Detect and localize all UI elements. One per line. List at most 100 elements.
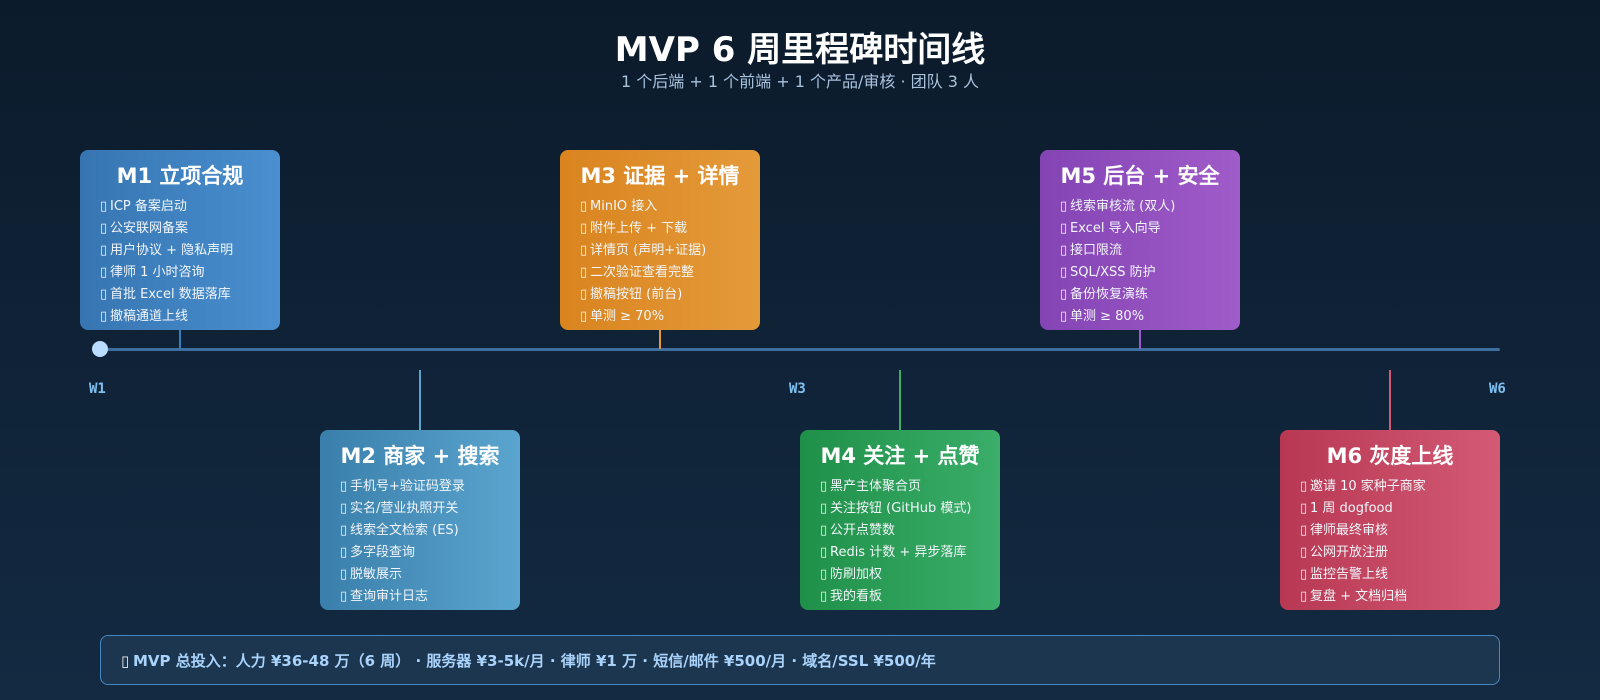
bullet-icon: ▯ xyxy=(820,567,828,582)
bullet-icon: ▯ xyxy=(1300,567,1308,582)
milestone-card-m3: M3 证据 + 详情 ▯MinIO 接入 ▯附件上传 + 下载 ▯详情页 (声明… xyxy=(560,150,760,330)
bullet-icon: ▯ xyxy=(1060,309,1068,324)
investment-summary-text: MVP 总投入：人力 ¥36-48 万（6 周） · 服务器 ¥3-5k/月 ·… xyxy=(133,652,936,670)
bullet-icon: ▯ xyxy=(580,221,588,236)
milestone-item: ▯Excel 导入向导 xyxy=(1060,218,1240,240)
milestone-item: ▯SQL/XSS 防护 xyxy=(1060,262,1240,284)
bullet-icon: ▯ xyxy=(340,545,348,560)
milestone-item: ▯线索全文检索 (ES) xyxy=(340,520,520,542)
milestone-item: ▯附件上传 + 下载 xyxy=(580,218,760,240)
milestone-item: ▯关注按钮 (GitHub 模式) xyxy=(820,498,1000,520)
bullet-icon: ▯ xyxy=(580,243,588,258)
milestone-item: ▯ICP 备案启动 xyxy=(100,196,280,218)
milestone-item: ▯撤稿通道上线 xyxy=(100,306,280,328)
milestone-card-m5: M5 后台 + 安全 ▯线索审核流 (双人) ▯Excel 导入向导 ▯接口限流… xyxy=(1040,150,1240,330)
milestone-item: ▯用户协议 + 隐私声明 xyxy=(100,240,280,262)
bullet-icon: ▯ xyxy=(820,479,828,494)
milestone-item: ▯公开点赞数 xyxy=(820,520,1000,542)
bullet-icon: ▯ xyxy=(340,501,348,516)
bullet-icon: ▯ xyxy=(340,567,348,582)
bullet-icon: ▯ xyxy=(580,265,588,280)
milestone-item: ▯二次验证查看完整 xyxy=(580,262,760,284)
bullet-icon: ▯ xyxy=(1060,243,1068,258)
milestone-title: M5 后台 + 安全 xyxy=(1060,164,1220,188)
timeline-axis xyxy=(100,348,1500,351)
bullet-icon: ▯ xyxy=(100,199,108,214)
bullet-icon: ▯ xyxy=(1300,545,1308,560)
milestone-item: ▯首批 Excel 数据落库 xyxy=(100,284,280,306)
milestone-item: ▯查询审计日志 xyxy=(340,586,520,608)
milestone-card-m4: M4 关注 + 点赞 ▯黑产主体聚合页 ▯关注按钮 (GitHub 模式) ▯公… xyxy=(800,430,1000,610)
bullet-icon: ▯ xyxy=(1300,501,1308,516)
week-label-w1: W1 xyxy=(89,381,106,397)
bullet-icon: ▯ xyxy=(1060,265,1068,280)
milestone-title: M2 商家 + 搜索 xyxy=(340,444,500,468)
milestone-item: ▯接口限流 xyxy=(1060,240,1240,262)
bullet-icon: ▯ xyxy=(820,589,828,604)
milestone-item: ▯律师 1 小时咨询 xyxy=(100,262,280,284)
bullet-icon: ▯ xyxy=(340,523,348,538)
milestone-item: ▯脱敏展示 xyxy=(340,564,520,586)
milestone-item: ▯MinIO 接入 xyxy=(580,196,760,218)
milestone-item: ▯多字段查询 xyxy=(340,542,520,564)
bullet-icon: ▯ xyxy=(340,479,348,494)
page-title: MVP 6 周里程碑时间线 xyxy=(614,30,986,70)
connector-m6 xyxy=(1389,370,1391,431)
milestone-item: ▯备份恢复演练 xyxy=(1060,284,1240,306)
bullet-icon: ▯ xyxy=(1300,523,1308,538)
bullet-icon: ▯ xyxy=(580,287,588,302)
milestone-item: ▯律师最终审核 xyxy=(1300,520,1500,542)
bullet-icon: ▯ xyxy=(100,265,108,280)
bullet-icon: ▯ xyxy=(1300,479,1308,494)
milestone-title: M3 证据 + 详情 xyxy=(580,164,740,188)
milestone-item: ▯公安联网备案 xyxy=(100,218,280,240)
connector-m4 xyxy=(899,370,901,431)
milestone-item: ▯黑产主体聚合页 xyxy=(820,476,1000,498)
bullet-icon: ▯ xyxy=(340,589,348,604)
milestone-card-m2: M2 商家 + 搜索 ▯手机号+验证码登录 ▯实名/营业执照开关 ▯线索全文检索… xyxy=(320,430,520,610)
milestone-item: ▯邀请 10 家种子商家 xyxy=(1300,476,1500,498)
connector-m1 xyxy=(179,330,181,349)
bullet-icon: ▯ xyxy=(100,287,108,302)
milestone-item: ▯Redis 计数 + 异步落库 xyxy=(820,542,1000,564)
bullet-icon: ▯ xyxy=(820,545,828,560)
bullet-icon: ▯ xyxy=(100,309,108,324)
investment-summary: ▯MVP 总投入：人力 ¥36-48 万（6 周） · 服务器 ¥3-5k/月 … xyxy=(100,635,1500,685)
connector-m5 xyxy=(1139,330,1141,349)
bullet-icon: ▯ xyxy=(1300,589,1308,604)
connector-m2 xyxy=(419,370,421,431)
milestone-card-m6: M6 灰度上线 ▯邀请 10 家种子商家 ▯1 周 dogfood ▯律师最终审… xyxy=(1280,430,1500,610)
milestone-title: M1 立项合规 xyxy=(116,164,244,188)
bullet-icon: ▯ xyxy=(100,243,108,258)
page-subtitle: 1 个后端 + 1 个前端 + 1 个产品/审核 · 团队 3 人 xyxy=(621,72,979,91)
bullet-icon: ▯ xyxy=(820,501,828,516)
milestone-item: ▯详情页 (声明+证据) xyxy=(580,240,760,262)
bullet-icon: ▯ xyxy=(121,652,130,670)
connector-m3 xyxy=(659,330,661,349)
week-label-w6: W6 xyxy=(1489,381,1506,397)
timeline-start-dot xyxy=(92,341,108,357)
milestone-card-m1: M1 立项合规 ▯ICP 备案启动 ▯公安联网备案 ▯用户协议 + 隐私声明 ▯… xyxy=(80,150,280,330)
milestone-item: ▯防刷加权 xyxy=(820,564,1000,586)
bullet-icon: ▯ xyxy=(820,523,828,538)
bullet-icon: ▯ xyxy=(580,309,588,324)
milestone-title: M4 关注 + 点赞 xyxy=(820,444,980,468)
bullet-icon: ▯ xyxy=(1060,199,1068,214)
milestone-item: ▯复盘 + 文档归档 xyxy=(1300,586,1500,608)
milestone-item: ▯撤稿按钮 (前台) xyxy=(580,284,760,306)
milestone-item: ▯公网开放注册 xyxy=(1300,542,1500,564)
milestone-item: ▯手机号+验证码登录 xyxy=(340,476,520,498)
bullet-icon: ▯ xyxy=(1060,221,1068,236)
milestone-item: ▯监控告警上线 xyxy=(1300,564,1500,586)
bullet-icon: ▯ xyxy=(1060,287,1068,302)
milestone-item: ▯单测 ≥ 80% xyxy=(1060,306,1240,328)
milestone-title: M6 灰度上线 xyxy=(1326,444,1454,468)
bullet-icon: ▯ xyxy=(100,221,108,236)
milestone-item: ▯实名/营业执照开关 xyxy=(340,498,520,520)
milestone-item: ▯单测 ≥ 70% xyxy=(580,306,760,328)
milestone-item: ▯1 周 dogfood xyxy=(1300,498,1500,520)
bullet-icon: ▯ xyxy=(580,199,588,214)
week-label-w3: W3 xyxy=(789,381,806,397)
milestone-item: ▯线索审核流 (双人) xyxy=(1060,196,1240,218)
milestone-item: ▯我的看板 xyxy=(820,586,1000,608)
